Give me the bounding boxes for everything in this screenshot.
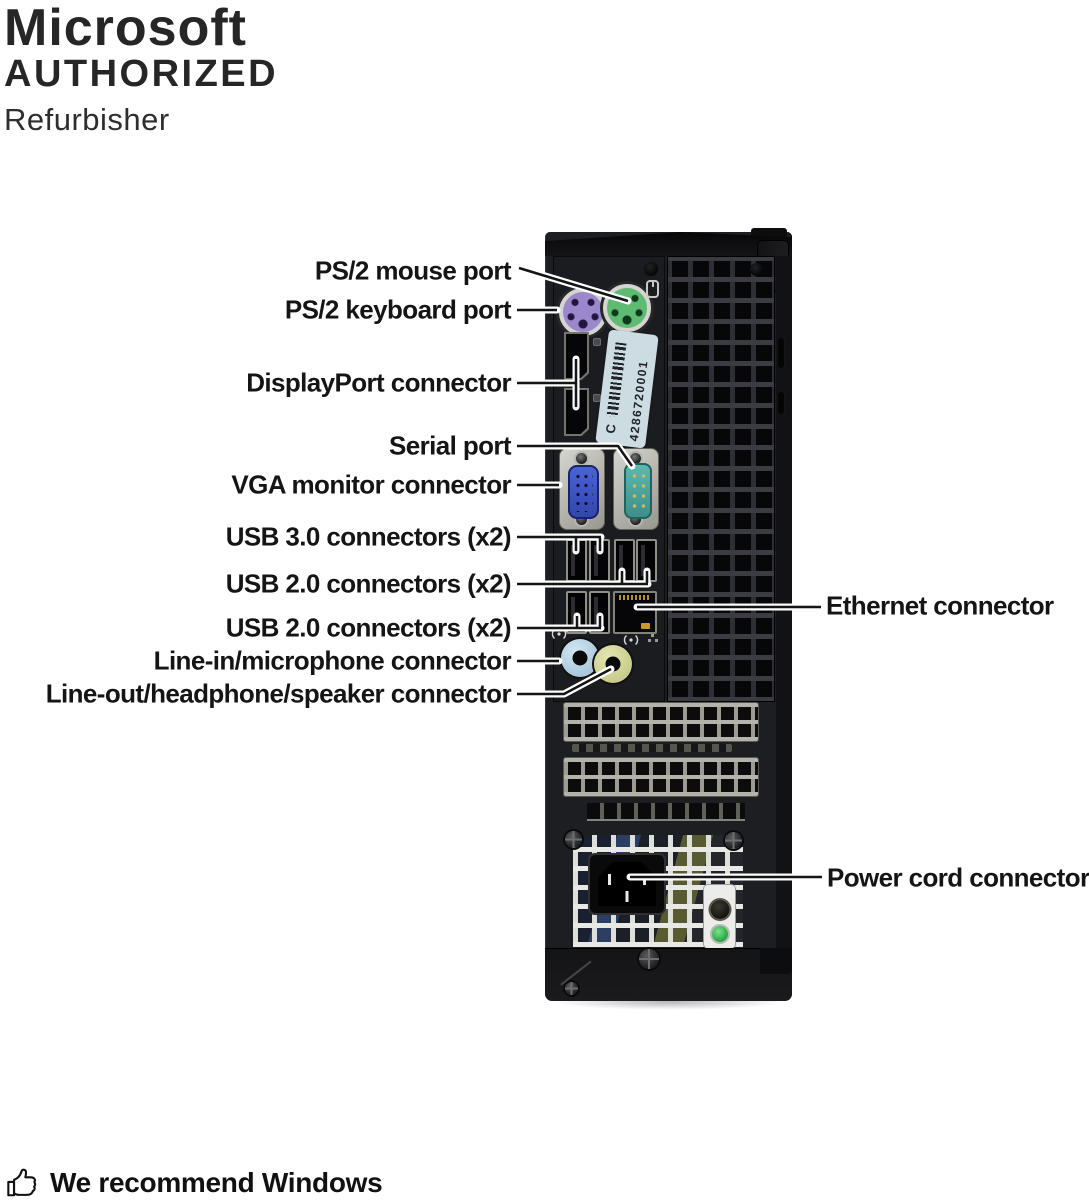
label-ps2-keyboard: PS/2 keyboard port: [284, 294, 512, 325]
vent-grid: [667, 256, 775, 702]
psu-control-panel: [704, 885, 735, 948]
expansion-slot-cover-1: [563, 702, 759, 742]
displayport-2: [564, 388, 589, 436]
slot-divider: [572, 744, 732, 752]
logo-microsoft: Microsoft: [4, 0, 247, 57]
ps2-mouse-port: [603, 284, 651, 332]
ethernet-port: [613, 591, 657, 634]
label-displayport: DisplayPort connector: [246, 367, 511, 398]
vga-bracket: [559, 448, 605, 530]
label-usb2-b: USB 2.0 connectors (x2): [225, 612, 512, 643]
thumbs-up-icon: [7, 1168, 37, 1197]
usb2-port: [566, 591, 587, 634]
jack-screw: [576, 514, 587, 525]
displayport-logo: [593, 394, 601, 402]
vga-port: [568, 465, 599, 519]
jack-screw: [630, 514, 641, 525]
line-out-jack: [594, 645, 632, 683]
screw: [565, 831, 582, 848]
displayport-1: [564, 332, 589, 380]
label-line-in: Line-in/microphone connector: [153, 645, 512, 676]
line-in-jack: [561, 639, 599, 677]
label-ps2-mouse: PS/2 mouse port: [314, 255, 512, 286]
line-in-icon: [551, 628, 567, 640]
screw-hole: [644, 262, 658, 276]
screw: [725, 832, 742, 849]
usb2-port: [614, 539, 635, 582]
label-power: Power cord connector: [827, 862, 1089, 893]
serial-bracket: [613, 448, 659, 530]
usb3-port: [566, 539, 587, 582]
psu-status-led: [711, 926, 728, 942]
displayport-logo: [593, 338, 601, 346]
usb2-port: [636, 539, 657, 582]
vent-row: [587, 803, 745, 821]
label-serial: Serial port: [389, 430, 512, 461]
case-right-edge: [776, 256, 792, 948]
case-bottom: [545, 948, 792, 1001]
logo-authorized: AUTHORIZED: [4, 53, 279, 95]
power-inlet: [588, 853, 666, 915]
computer-rear-panel: 4286720001 C: [545, 228, 792, 1001]
power-inlet-socket: [598, 862, 656, 906]
screw: [639, 949, 659, 969]
footer-slogan: We recommend Windows: [50, 1167, 383, 1198]
label-ethernet: Ethernet connector: [826, 590, 1054, 621]
expansion-slot-cover-2: [563, 757, 759, 797]
psu-test-button: [710, 900, 729, 919]
security-slot: [778, 392, 785, 414]
mouse-icon: [646, 280, 659, 298]
logo-refurbisher: Refurbisher: [4, 102, 170, 137]
usb3-port: [589, 539, 610, 582]
serial-port: [624, 463, 652, 519]
barcode: [606, 342, 627, 418]
ps2-keyboard-port: [559, 288, 607, 336]
screw: [565, 982, 578, 995]
jack-screw: [630, 453, 641, 464]
line-out-icon: [623, 634, 639, 646]
jack-screw: [576, 453, 587, 464]
label-line-out: Line-out/headphone/speaker connector: [45, 678, 512, 709]
label-usb2-a: USB 2.0 connectors (x2): [225, 568, 512, 599]
case-bottom-notch: [760, 948, 792, 974]
padlock-slot: [778, 338, 785, 368]
sticker-mark: C: [602, 423, 619, 435]
case-top: [545, 232, 792, 256]
network-icon: [648, 634, 658, 642]
label-usb3: USB 3.0 connectors (x2): [225, 521, 512, 552]
screw-hole: [750, 263, 763, 276]
ethernet-led: [641, 623, 650, 629]
label-vga: VGA monitor connector: [231, 469, 511, 500]
usb2-port: [589, 591, 610, 634]
